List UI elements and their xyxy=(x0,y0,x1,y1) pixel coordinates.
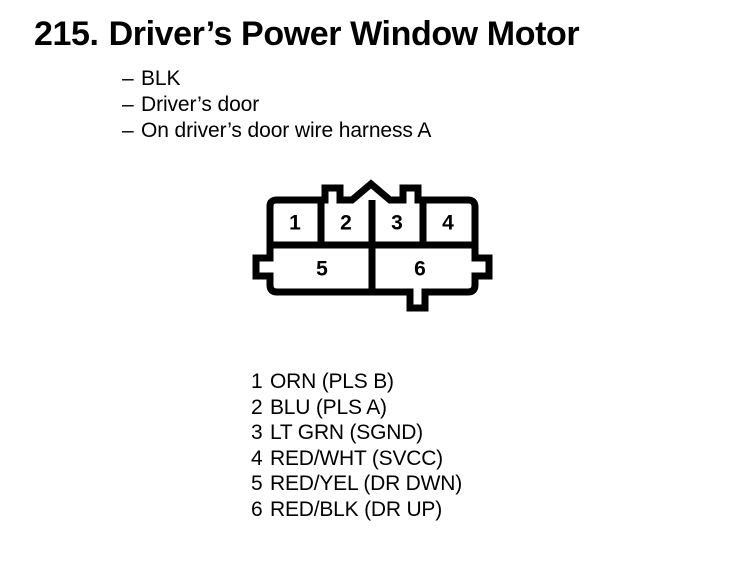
attribute-text: On driver’s door wire harness A xyxy=(141,119,432,142)
dash-bullet-icon: – xyxy=(122,67,134,90)
legend-pin-description: RED/YEL (DR DWN) xyxy=(270,472,463,495)
page-title: 215.Driver’s Power Window Motor xyxy=(34,13,580,55)
list-item: –On driver’s door wire harness A xyxy=(122,118,431,144)
legend-pin-description: BLU (PLS A) xyxy=(270,395,387,419)
legend-pin-number: 4 xyxy=(251,446,263,470)
pin-number-1: 1 xyxy=(289,212,301,235)
connector-outline-svg: 1 2 3 4 5 6 xyxy=(252,179,493,312)
list-item: –Driver’s door xyxy=(122,92,431,118)
legend-row: 3 LT GRN (SGND) xyxy=(251,420,462,446)
legend-pin-description: ORN (PLS B) xyxy=(270,370,394,393)
pin-number-4: 4 xyxy=(442,212,454,235)
attribute-text: BLK xyxy=(141,67,181,90)
dash-bullet-icon: – xyxy=(122,119,134,142)
legend-pin-number: 5 xyxy=(251,472,263,495)
attribute-list: –BLK –Driver’s door –On driver’s door wi… xyxy=(122,66,431,144)
legend-pin-number: 6 xyxy=(251,497,263,521)
item-number: 215. xyxy=(34,15,99,53)
connector-diagram: 1 2 3 4 5 6 xyxy=(240,178,510,338)
pin-number-2: 2 xyxy=(340,212,352,235)
dash-bullet-icon: – xyxy=(122,93,134,116)
pin-number-6: 6 xyxy=(414,258,426,281)
legend-pin-number: 1 xyxy=(251,370,263,393)
legend-row: 1 ORN (PLS B) xyxy=(251,369,462,395)
list-item: –BLK xyxy=(122,66,431,92)
legend-row: 2 BLU (PLS A) xyxy=(251,395,462,421)
legend-row: 6 RED/BLK (DR UP) xyxy=(251,497,462,523)
connector-body-outline xyxy=(252,179,493,312)
page-title-text: Driver’s Power Window Motor xyxy=(108,15,580,53)
legend-pin-description: LT GRN (SGND) xyxy=(270,421,423,444)
legend-pin-number: 2 xyxy=(251,395,263,419)
pin-legend: 1 ORN (PLS B) 2 BLU (PLS A) 3 LT GRN (SGND)… xyxy=(251,369,462,522)
pin-number-3: 3 xyxy=(391,212,403,235)
legend-pin-description: RED/WHT (SVCC) xyxy=(270,446,443,470)
legend-row: 4 RED/WHT (SVCC) xyxy=(251,446,462,472)
legend-row: 5 RED/YEL (DR DWN) xyxy=(251,471,462,497)
legend-pin-description: RED/BLK (DR UP) xyxy=(270,497,443,521)
pin-number-5: 5 xyxy=(316,258,328,281)
legend-pin-number: 3 xyxy=(251,421,263,444)
attribute-text: Driver’s door xyxy=(141,93,260,116)
